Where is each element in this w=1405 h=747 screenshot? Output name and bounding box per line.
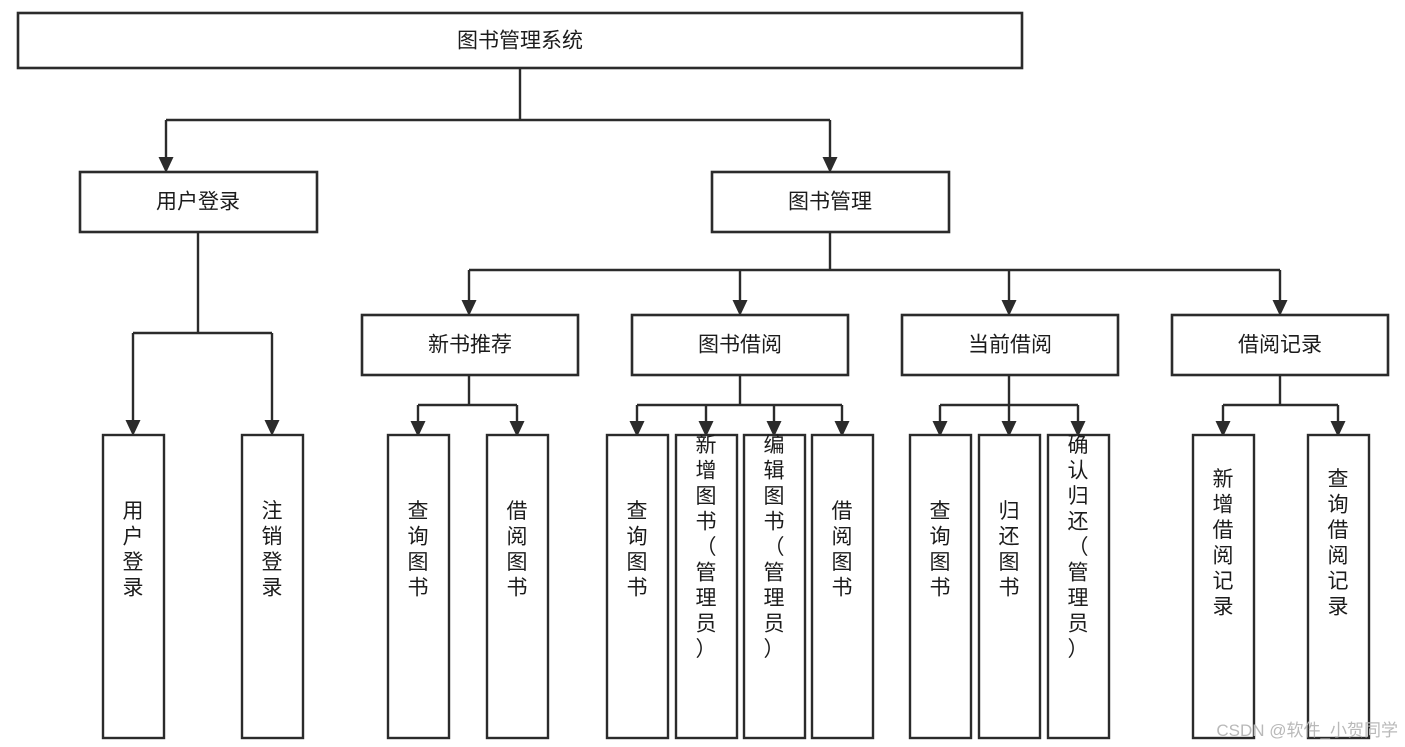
node-leaf-user-login-label: 用户登录: [123, 500, 144, 600]
arrow-to-current-borrow: [1001, 300, 1017, 316]
node-new-book-rec-label: 新书推荐: [428, 334, 512, 357]
node-leaf-add-book[interactable]: 新增图书（管理员）: [674, 433, 739, 740]
arrow-to-book-borrow: [732, 300, 748, 316]
node-current-borrow[interactable]: 当前借阅: [900, 313, 1120, 377]
node-leaf-edit-book[interactable]: 编辑图书（管理员）: [742, 433, 807, 740]
node-root[interactable]: 图书管理系统: [16, 11, 1024, 70]
node-leaf-borrow-book-2-label: 借阅图书: [832, 500, 853, 600]
node-root-label: 图书管理系统: [457, 30, 583, 53]
node-leaf-borrow-book-1[interactable]: 借阅图书: [485, 433, 550, 740]
node-user-login-label: 用户登录: [156, 191, 240, 214]
arrow-to-leaf-logout: [264, 420, 280, 436]
node-borrow-record-label: 借阅记录: [1238, 334, 1322, 357]
node-borrow-record[interactable]: 借阅记录: [1170, 313, 1390, 377]
node-new-book-rec[interactable]: 新书推荐: [360, 313, 580, 377]
node-leaf-confirm-return-label: 确认归还（管理员）: [1068, 434, 1089, 661]
node-book-manage[interactable]: 图书管理: [710, 170, 951, 234]
connector-layer: [125, 68, 1346, 437]
watermark-label: CSDN @软件_小贺同学: [1216, 721, 1398, 740]
node-leaf-confirm-return[interactable]: 确认归还（管理员）: [1046, 433, 1111, 740]
node-leaf-query-book-3-label: 查询图书: [930, 500, 951, 600]
arrow-to-new-book-rec: [461, 300, 477, 316]
arrow-to-leaf-user-login: [125, 420, 141, 436]
arrow-to-borrow-record: [1272, 300, 1288, 316]
arrow-root-to-user-login: [158, 157, 174, 173]
node-leaf-borrow-book-1-label: 借阅图书: [507, 500, 528, 600]
node-leaf-query-record[interactable]: 查询借阅记录: [1306, 433, 1371, 740]
node-book-borrow[interactable]: 图书借阅: [630, 313, 850, 377]
node-leaf-return-book-label: 归还图书: [999, 500, 1020, 600]
node-leaf-add-record-label: 新增借阅记录: [1213, 468, 1234, 619]
node-leaf-query-book-1-label: 查询图书: [408, 500, 429, 600]
node-leaf-add-record[interactable]: 新增借阅记录: [1191, 433, 1256, 740]
node-leaf-edit-book-label: 编辑图书（管理员）: [764, 434, 785, 661]
node-leaf-borrow-book-2[interactable]: 借阅图书: [810, 433, 875, 740]
node-leaf-add-book-label: 新增图书（管理员）: [696, 434, 717, 661]
arrow-root-to-book-manage: [822, 157, 838, 173]
node-book-manage-label: 图书管理: [788, 191, 872, 214]
node-user-login[interactable]: 用户登录: [78, 170, 319, 234]
node-book-borrow-label: 图书借阅: [698, 334, 782, 357]
node-current-borrow-label: 当前借阅: [968, 334, 1052, 357]
node-leaf-user-login[interactable]: 用户登录: [101, 433, 166, 740]
node-leaf-logout-label: 注销登录: [262, 500, 283, 600]
node-leaf-query-record-label: 查询借阅记录: [1328, 468, 1349, 619]
node-leaf-return-book[interactable]: 归还图书: [977, 433, 1042, 740]
node-leaf-query-book-2-label: 查询图书: [627, 500, 648, 600]
node-leaf-query-book-2[interactable]: 查询图书: [605, 433, 670, 740]
node-leaf-query-book-1[interactable]: 查询图书: [386, 433, 451, 740]
node-leaf-logout[interactable]: 注销登录: [240, 433, 305, 740]
node-leaf-query-book-3[interactable]: 查询图书: [908, 433, 973, 740]
